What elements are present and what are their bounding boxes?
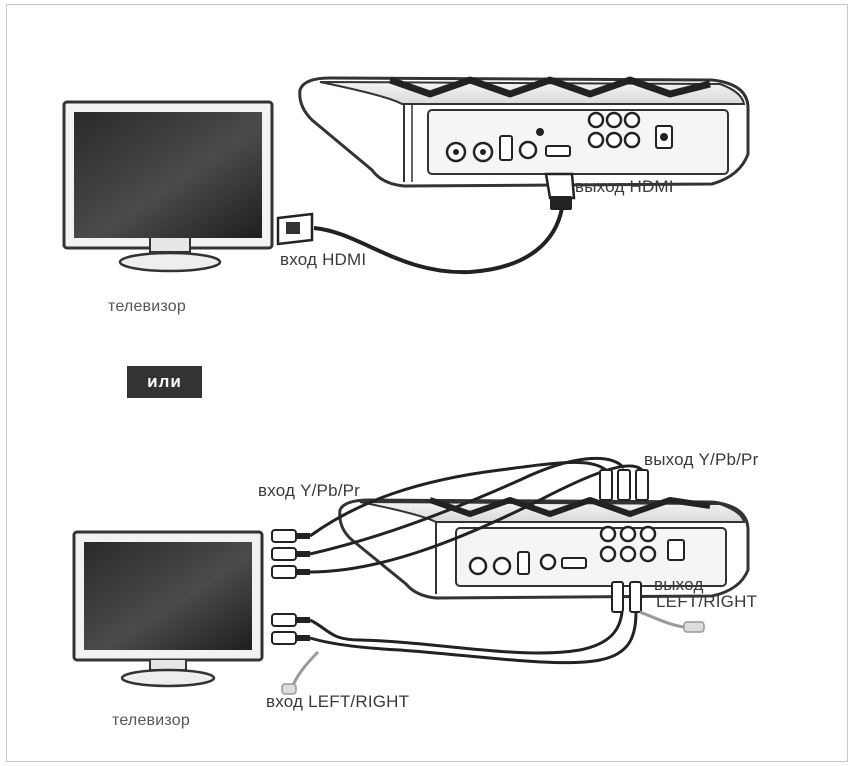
audio-cable (281, 581, 705, 695)
box-component-output-label: выход Y/Pb/Pr (644, 450, 759, 469)
tv-top (62, 100, 274, 273)
diagram-frame (6, 4, 848, 762)
component-cable (309, 456, 649, 574)
receiver-box-bottom (338, 497, 750, 600)
receiver-box-top (298, 76, 750, 188)
box-audio-output-label-line1: выход (654, 575, 704, 594)
tv-label-top: телевизор (108, 298, 186, 315)
tv-bottom (72, 530, 264, 688)
tv-component-input-label: вход Y/Pb/Pr (258, 481, 361, 500)
tv-rca-inputs (271, 529, 310, 645)
hdmi-cable (276, 172, 576, 275)
tv-label-bottom: телевизор (112, 712, 190, 729)
or-separator-badge: или (127, 366, 202, 398)
box-hdmi-output-label: выход HDMI (575, 177, 674, 196)
tv-audio-input-label: вход LEFT/RIGHT (266, 692, 410, 711)
box-audio-output-label-line2: LEFT/RIGHT (656, 592, 758, 611)
tv-hdmi-input-label: вход HDMI (280, 250, 367, 269)
